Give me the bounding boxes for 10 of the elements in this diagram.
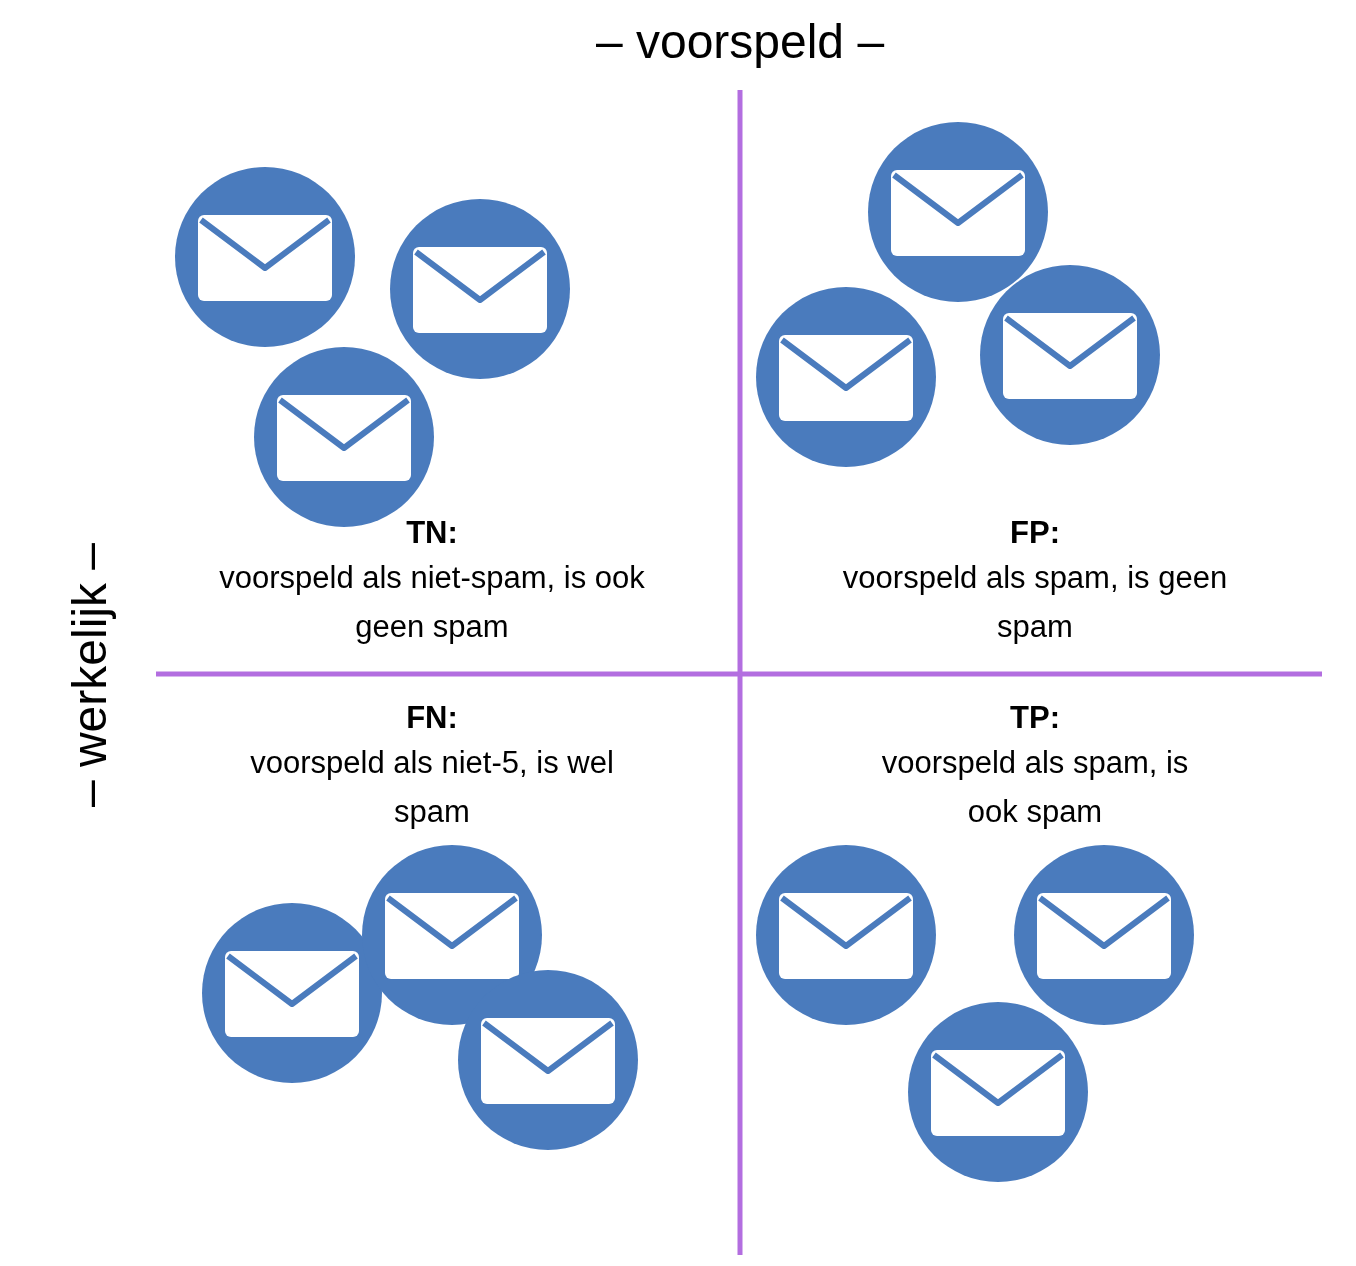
quadrant-heading: FP: <box>1009 514 1061 552</box>
axis-title: – voorspeld – <box>594 14 886 70</box>
quadrant-description: voorspeld als niet-5, is wel spam <box>249 744 615 831</box>
quadrant-heading: TP: <box>1009 699 1061 737</box>
quadrant-description: voorspeld als spam, is ook spam <box>880 744 1190 831</box>
quadrant-description: voorspeld als spam, is geen spam <box>841 559 1229 646</box>
quadrant-description: voorspeld als niet-spam, is ook geen spam <box>218 559 646 646</box>
quadrant-heading: TN: <box>405 514 459 552</box>
quadrant-heading: FN: <box>405 699 459 737</box>
axis-title: – werkelijk – <box>62 543 117 808</box>
